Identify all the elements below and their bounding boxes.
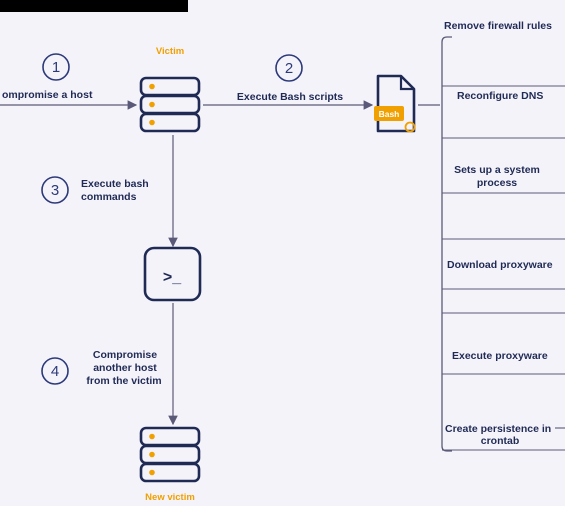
- step-1: 1 ompromise a host: [2, 53, 93, 101]
- step-2-number: 2: [285, 60, 293, 77]
- step-3-label: commands: [81, 191, 137, 203]
- step-4-label: from the victim: [86, 375, 161, 387]
- action-item: Sets up a system: [454, 164, 540, 176]
- step-3-number-circle: [41, 176, 69, 204]
- victim-label: Victim: [156, 46, 184, 57]
- actions-bracket: [441, 36, 452, 452]
- step-4-label: Compromise: [93, 349, 157, 361]
- action-item: Remove firewall rules: [444, 20, 552, 32]
- step-4: 4 Compromise another host from the victi…: [41, 349, 162, 387]
- step-3-number: 3: [51, 182, 59, 199]
- terminal-prompt: >_: [163, 269, 182, 286]
- bash-file-label: Bash: [379, 109, 400, 119]
- action-item: Reconfigure DNS: [457, 90, 543, 102]
- action-item: Create persistence in: [445, 423, 551, 435]
- terminal-icon: >_: [143, 246, 202, 302]
- step-4-label: another host: [93, 362, 157, 374]
- step-3: 3 Execute bash commands: [41, 176, 149, 204]
- step-2: 2 Execute Bash scripts: [237, 54, 343, 103]
- step-3-label: Execute bash: [81, 178, 149, 190]
- top-left-dark-corner: [0, 0, 188, 12]
- action-item: Download proxyware: [447, 259, 553, 271]
- step-1-label: ompromise a host: [2, 89, 93, 101]
- new-victim-server-icon: [139, 426, 201, 483]
- new-victim-label: New victim: [145, 492, 195, 503]
- victim-server-icon: [139, 76, 201, 133]
- action-item: crontab: [481, 435, 520, 447]
- step-1-number-circle: [42, 53, 70, 81]
- step-4-number-circle: [41, 357, 69, 385]
- action-item: process: [477, 177, 517, 189]
- step-2-label: Execute Bash scripts: [237, 91, 343, 103]
- step-1-number: 1: [52, 59, 60, 76]
- step-4-number: 4: [51, 363, 59, 380]
- step-2-number-circle: [275, 54, 303, 82]
- action-item: Execute proxyware: [452, 350, 548, 362]
- file-document-icon: Bash: [374, 74, 416, 133]
